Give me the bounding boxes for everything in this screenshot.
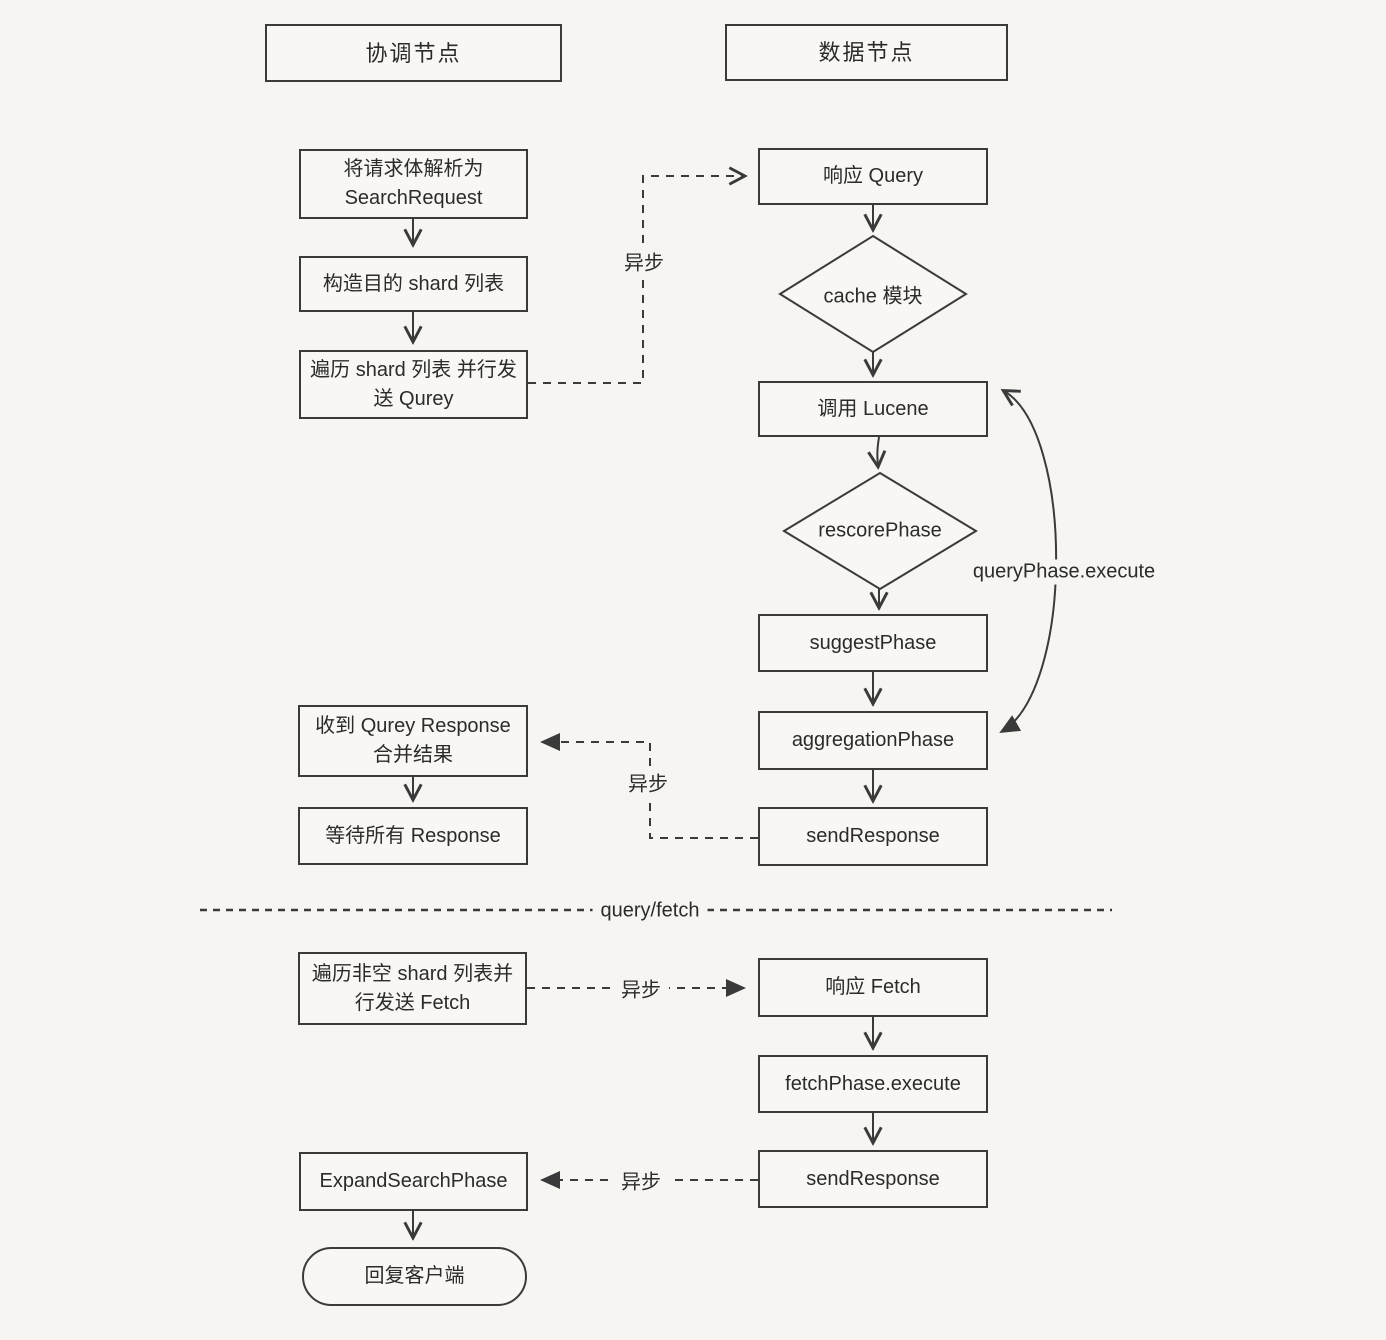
node-wait-all-response-label: 等待所有 Response (325, 824, 501, 847)
node-send-response-query: sendResponse (758, 807, 988, 866)
node-recv-line1: 收到 Qurey Response (315, 715, 511, 737)
node-reply-client: 回复客户端 (302, 1247, 527, 1306)
node-send-response-fetch-label: sendResponse (806, 1167, 940, 1190)
dashed-connectors (527, 176, 758, 1189)
node-send-fetch: 遍历非空 shard 列表并 行发送 Fetch (298, 952, 527, 1025)
lane-header-coordinating-node: 协调节点 (265, 24, 562, 82)
lane-header-data-label: 数据节点 (818, 40, 915, 65)
node-build-shard-list: 构造目的 shard 列表 (299, 256, 528, 312)
node-build-shard-list-label: 构造目的 shard 列表 (322, 272, 505, 295)
node-call-lucene: 调用 Lucene (758, 381, 988, 437)
node-aggregation-phase-label: aggregationPhase (791, 729, 955, 751)
node-cache-module-label: cache 模块 (823, 285, 923, 308)
edge-label-async-fetch-recv: 异步 (613, 1164, 669, 1196)
node-respond-fetch-label: 响应 Fetch (825, 976, 921, 998)
node-send-query-line2: 送 Qurey (373, 387, 454, 410)
edge-label-async-query-send: 异步 (616, 245, 672, 277)
node-suggest-phase: suggestPhase (758, 614, 988, 672)
node-rescore-phase-label: rescorePhase (818, 519, 942, 542)
node-parse-line1: 将请求体解析为 (343, 158, 484, 180)
node-respond-query: 响应 Query (758, 148, 988, 205)
edge-label-async-query-recv: 异步 (620, 766, 676, 798)
node-respond-fetch: 响应 Fetch (758, 958, 988, 1017)
lane-header-coordinating-label: 协调节点 (365, 40, 462, 66)
node-expand-search-phase-label: ExpandSearchPhase (319, 1170, 508, 1192)
node-call-lucene-label: 调用 Lucene (817, 397, 929, 420)
edge-label-query-phase-execute: queryPhase.execute (964, 559, 1164, 585)
node-fetch-phase-execute-label: fetchPhase.execute (785, 1072, 961, 1095)
node-recv-query-response: 收到 Qurey Response 合并结果 (298, 705, 528, 777)
dashed-sendquery-to-respondquery (528, 176, 744, 384)
node-recv-line2: 合并结果 (373, 744, 453, 766)
lane-header-data-node: 数据节点 (725, 24, 1008, 81)
edge-label-phase-divider: query/fetch (592, 898, 708, 924)
node-fetch-phase-execute: fetchPhase.execute (758, 1055, 988, 1113)
node-send-fetch-line2: 行发送 Fetch (354, 991, 471, 1014)
node-respond-query-label: 响应 Query (822, 165, 924, 187)
node-send-fetch-line1: 遍历非空 shard 列表并 (311, 962, 514, 985)
node-send-response-query-label: sendResponse (806, 825, 940, 847)
node-expand-search-phase: ExpandSearchPhase (299, 1152, 528, 1211)
node-reply-client-label: 回复客户端 (364, 1265, 465, 1287)
node-send-response-fetch: sendResponse (758, 1150, 988, 1208)
node-send-query-line1: 遍历 shard 列表 并行发 (310, 358, 517, 381)
node-parse-search-request: 将请求体解析为 SearchRequest (299, 149, 528, 219)
arrow-lucene-to-rescore (877, 436, 879, 466)
node-send-query: 遍历 shard 列表 并行发 送 Qurey (299, 350, 528, 419)
edge-label-async-fetch-send: 异步 (613, 972, 669, 1004)
solid-arrows (413, 205, 879, 1237)
node-aggregation-phase: aggregationPhase (758, 711, 988, 770)
node-suggest-phase-label: suggestPhase (809, 631, 937, 654)
node-wait-all-response: 等待所有 Response (298, 807, 528, 865)
node-parse-line2: SearchRequest (344, 187, 483, 209)
